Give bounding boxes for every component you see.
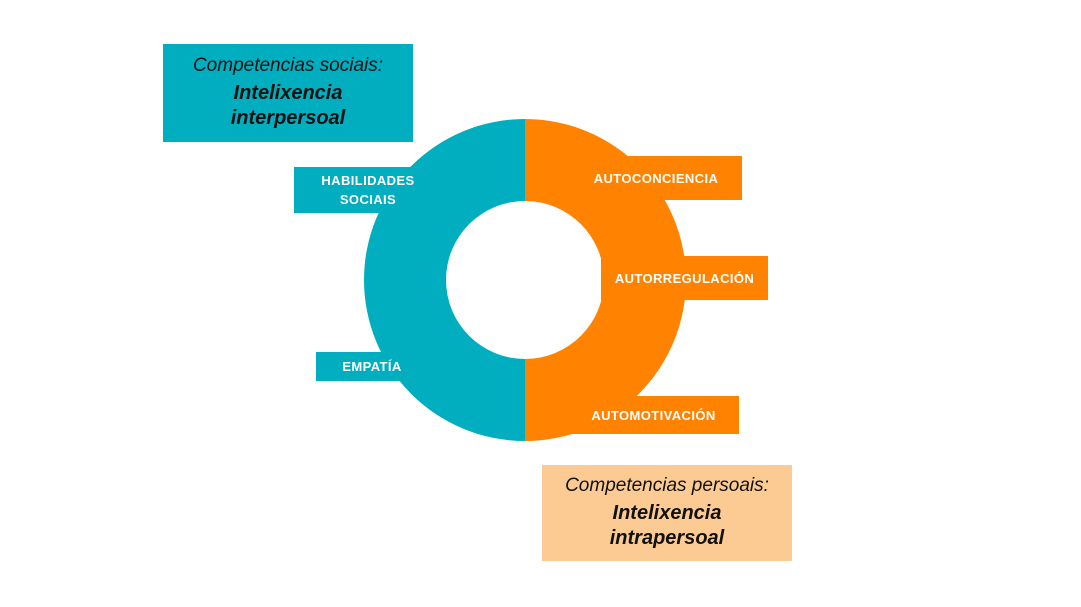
tag-habilidades-sociais: HABILIDADES SOCIAIS	[294, 167, 442, 213]
personal-title-line1: Intelixencia	[612, 502, 722, 524]
tag-autoconciencia-label: AUTOCONCIENCIA	[593, 170, 719, 186]
tag-autorregulacion-label: AUTORREGULACIÓN	[614, 270, 755, 286]
social-title-line2: interpersoal	[230, 107, 346, 129]
social-title-line1: Intelixencia	[233, 82, 343, 104]
tag-empatia-label: EMPATÍA	[342, 359, 402, 374]
tag-automotivacion: AUTOMOTIVACIÓN	[568, 396, 739, 434]
tag-autoconciencia: AUTOCONCIENCIA	[570, 156, 742, 200]
tag-habilidades-line2: SOCIAIS	[339, 192, 397, 207]
tag-autorregulacion: AUTORREGULACIÓN	[601, 256, 768, 300]
tag-empatia: EMPATÍA	[316, 352, 428, 381]
social-competencies-box: Competencias sociais: Intelixencia inter…	[163, 44, 413, 142]
tag-automotivacion-label: AUTOMOTIVACIÓN	[591, 407, 716, 423]
personal-subtitle: Competencias persoais:	[565, 475, 769, 496]
personal-title-line2: intrapersoal	[609, 527, 725, 549]
social-subtitle: Competencias sociais:	[192, 55, 384, 76]
personal-competencies-box: Competencias persoais: Intelixencia intr…	[542, 465, 792, 561]
tag-habilidades-line1: HABILIDADES	[321, 173, 415, 188]
